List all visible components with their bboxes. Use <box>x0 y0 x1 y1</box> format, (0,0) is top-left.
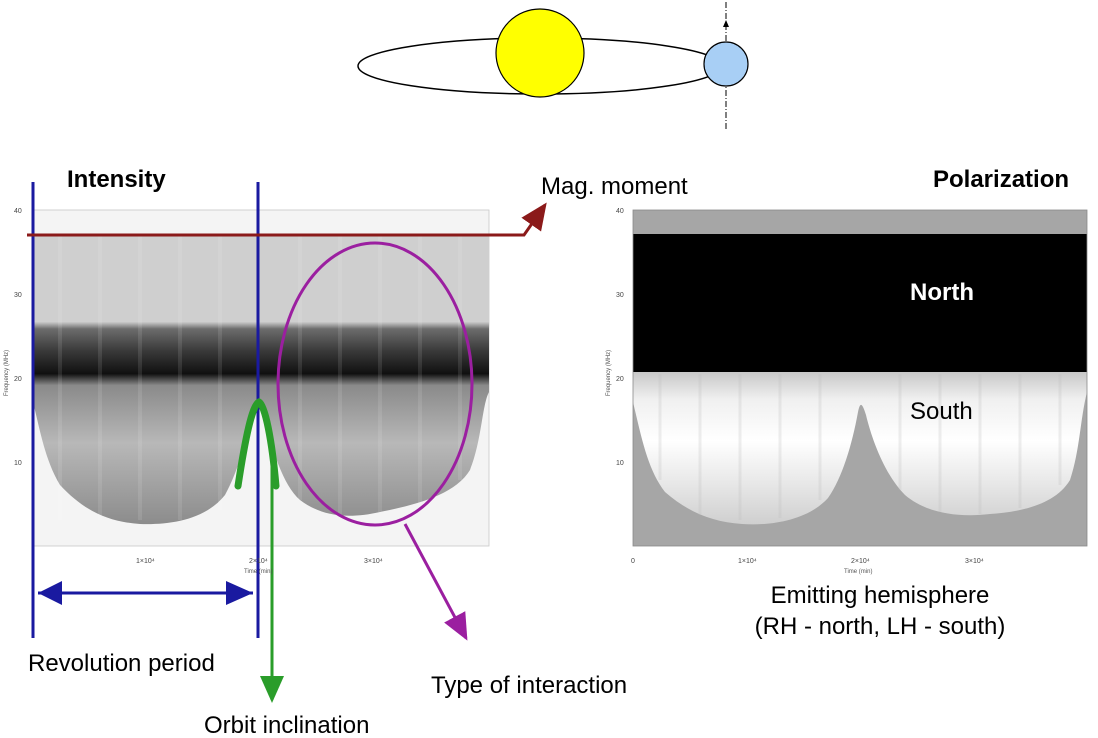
right-x-tick: 3×10⁴ <box>965 558 984 565</box>
interaction-ellipse <box>276 241 474 527</box>
north-region <box>633 234 1087 372</box>
sun-icon <box>495 8 585 98</box>
left-x-tick: 2×10⁴ <box>249 558 268 565</box>
south-region <box>633 372 1087 525</box>
left-y-axis-title: Frequency (MHz) <box>4 349 11 397</box>
planet-icon <box>703 41 749 87</box>
right-banding <box>658 374 1062 520</box>
right-x-tick: 0 <box>631 558 635 565</box>
right-x-tick: 2×10⁴ <box>851 558 870 565</box>
revolution-period-label: Revolution period <box>28 650 215 677</box>
left-x-axis-title: Time (min) <box>244 569 273 575</box>
right-y-axis-title: Frequency (MHz) <box>606 349 613 397</box>
emitting-hemisphere-line1: Emitting hemisphere <box>770 582 990 609</box>
left-banding <box>58 235 462 520</box>
right-y-tick: 30 <box>616 292 624 299</box>
left-y-tick: 20 <box>14 376 22 383</box>
type-of-interaction-label: Type of interaction <box>431 672 628 699</box>
left-y-tick: 10 <box>14 460 22 467</box>
left-y-tick: 40 <box>14 208 22 215</box>
right-x-axis-title: Time (min) <box>844 569 873 575</box>
left-intensity-spectrogram <box>33 235 489 525</box>
mag-moment-label: Mag. moment <box>541 173 688 200</box>
polarization-title: Polarization <box>933 166 1070 193</box>
north-label: North <box>910 279 974 306</box>
intensity-title: Intensity <box>67 166 166 193</box>
left-y-tick: 30 <box>14 292 22 299</box>
right-y-tick: 10 <box>616 460 624 467</box>
inclination-arch <box>234 398 280 490</box>
orbit-inclination-label: Orbit inclination <box>204 712 370 738</box>
interaction-arrow <box>403 523 468 641</box>
right-y-tick: 20 <box>616 376 624 383</box>
mag-moment-line <box>27 202 547 237</box>
south-label: South <box>910 398 973 425</box>
right-y-tick: 40 <box>616 208 624 215</box>
left-x-tick: 1×10⁴ <box>136 558 155 565</box>
emitting-hemisphere-line2: (RH - north, LH - south) <box>754 613 1006 640</box>
right-x-tick: 1×10⁴ <box>738 558 757 565</box>
left-x-tick: 3×10⁴ <box>364 558 383 565</box>
